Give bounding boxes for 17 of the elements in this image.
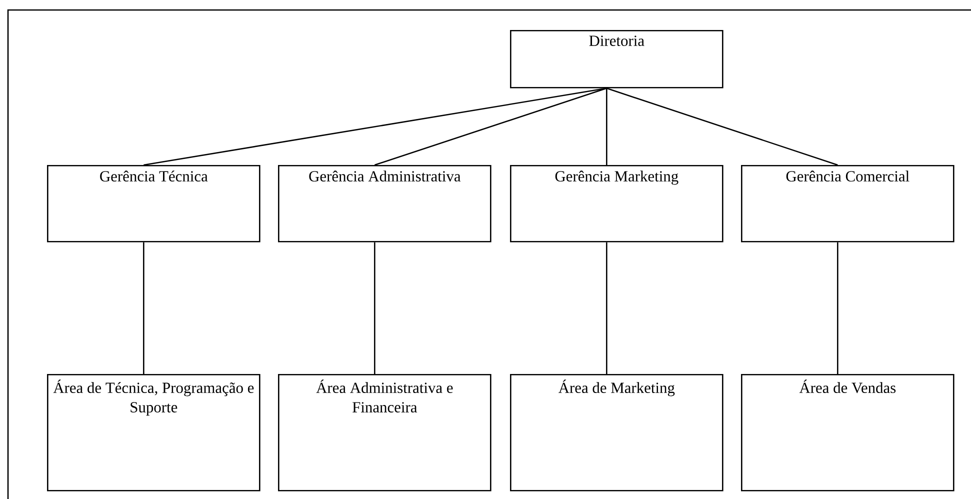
connector-line bbox=[374, 242, 376, 374]
connector-line bbox=[606, 242, 608, 374]
org-box: Área de Marketing bbox=[510, 374, 724, 492]
connector-line bbox=[606, 88, 608, 165]
org-box: Área de Técnica, Programação e Suporte bbox=[47, 374, 260, 492]
org-box: Diretoria bbox=[510, 30, 724, 88]
org-box: Gerência Marketing bbox=[510, 165, 724, 242]
org-box: Área Administrativa e Financeira bbox=[278, 374, 492, 492]
connector-line bbox=[374, 88, 607, 166]
connector-line bbox=[144, 88, 607, 166]
org-box: Gerência Técnica bbox=[47, 165, 260, 242]
org-box: Gerência Administrativa bbox=[278, 165, 492, 242]
connector-line bbox=[143, 242, 144, 374]
org-box: Gerência Comercial bbox=[741, 165, 954, 242]
connector-line bbox=[837, 242, 838, 374]
connector-line bbox=[606, 88, 838, 166]
org-box: Área de Vendas bbox=[741, 374, 954, 492]
